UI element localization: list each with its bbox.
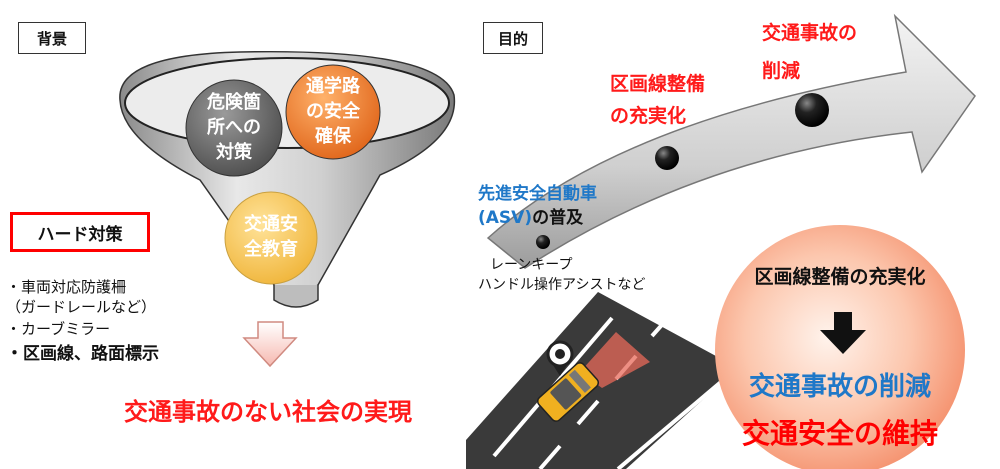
bubble-orange-text: 通学路 の安全 確保 xyxy=(306,76,360,147)
bubble-yellow xyxy=(224,191,318,285)
bullet-guardrail-note: （ガードレールなど） xyxy=(6,298,157,316)
progress-arrow xyxy=(486,13,976,269)
circle-line1: 交通事故の削減 xyxy=(748,372,931,402)
stage2-label: 区画線整備 の充実化 xyxy=(610,73,706,127)
road-illustration xyxy=(466,292,738,469)
bullet-guardrail: ・車両対応防護柵 xyxy=(6,278,127,296)
circle-heading: 区画線整備の充実化 xyxy=(754,266,926,288)
bubble-yellow-text: 交通安 全教育 xyxy=(244,214,298,260)
arrow-down-black-icon xyxy=(820,312,866,354)
stage1-label: 先進安全自動車 (ASV)の普及 xyxy=(478,184,597,228)
stage-dot-2 xyxy=(655,146,679,170)
bubble-gray-text: 危険箇 所への 対策 xyxy=(207,92,261,163)
background-label: 背景 xyxy=(18,22,86,54)
bullet-curve-mirror: ・カーブミラー xyxy=(6,320,111,338)
stage-dot-3 xyxy=(795,93,829,127)
bubble-orange xyxy=(285,64,381,160)
stage-dot-1 xyxy=(536,235,550,249)
result-text: 交通事故のない社会の実現 xyxy=(124,398,412,426)
bubble-gray xyxy=(185,79,283,177)
down-arrow-icon xyxy=(242,321,298,368)
circle-line2: 交通安全の維持 xyxy=(741,417,938,450)
stage1-note: レーンキープ ハンドル操作アシストなど xyxy=(478,257,646,293)
stage3-label: 交通事故の 削減 xyxy=(762,22,858,82)
purpose-label: 目的 xyxy=(483,22,543,54)
hard-measures-box: ハード対策 xyxy=(10,212,150,252)
bullet-markings: ・区画線、路面標示 xyxy=(6,344,159,364)
